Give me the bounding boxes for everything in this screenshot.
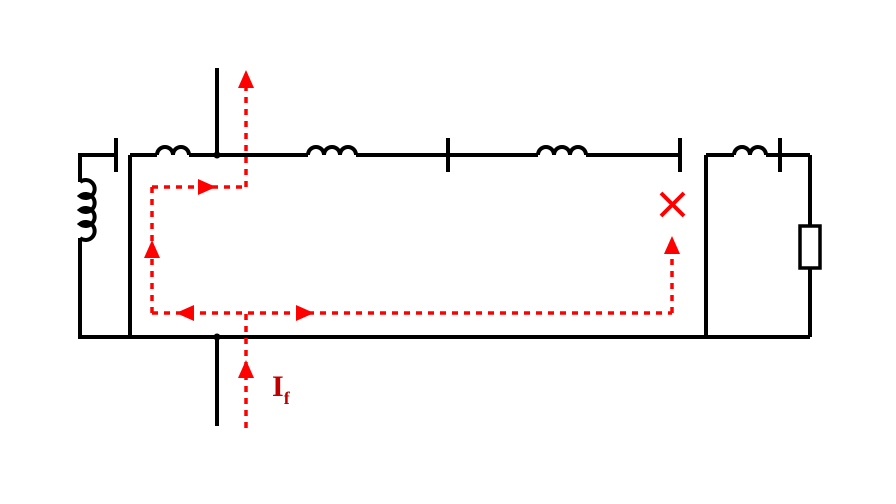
fault-current-symbol: I [272, 370, 284, 403]
fault-current-label: If [272, 370, 290, 408]
fault-icon [659, 191, 686, 218]
tie-conductors [213, 68, 221, 426]
fault-stroke-2 [659, 191, 686, 218]
inductor-2-icon [306, 145, 358, 156]
arrow-exit-up-icon [238, 70, 254, 88]
arrow-left-up-icon [144, 240, 160, 258]
load-resistor-icon [798, 224, 822, 270]
inductor-1-icon [155, 145, 191, 156]
right-load-branch [706, 138, 822, 339]
upper-tie-node [213, 151, 221, 159]
left-source-wire [78, 153, 130, 339]
arrow-bottom-right-icon [296, 305, 314, 321]
fault-current-subscript: f [283, 388, 290, 408]
fault-current-path [144, 70, 680, 428]
arrow-right-to-fault-icon [664, 236, 680, 254]
left-source-branch [76, 138, 130, 339]
arrow-bottom-left-icon [176, 305, 194, 321]
left-source-inductor-icon [76, 178, 97, 242]
arrow-top-right-icon [198, 179, 216, 195]
main-bus [128, 138, 708, 339]
inductor-3-icon [536, 145, 588, 156]
load-inductor-icon [732, 145, 768, 156]
arrow-entry-up-icon [238, 360, 254, 378]
lower-tie-node [213, 333, 221, 341]
